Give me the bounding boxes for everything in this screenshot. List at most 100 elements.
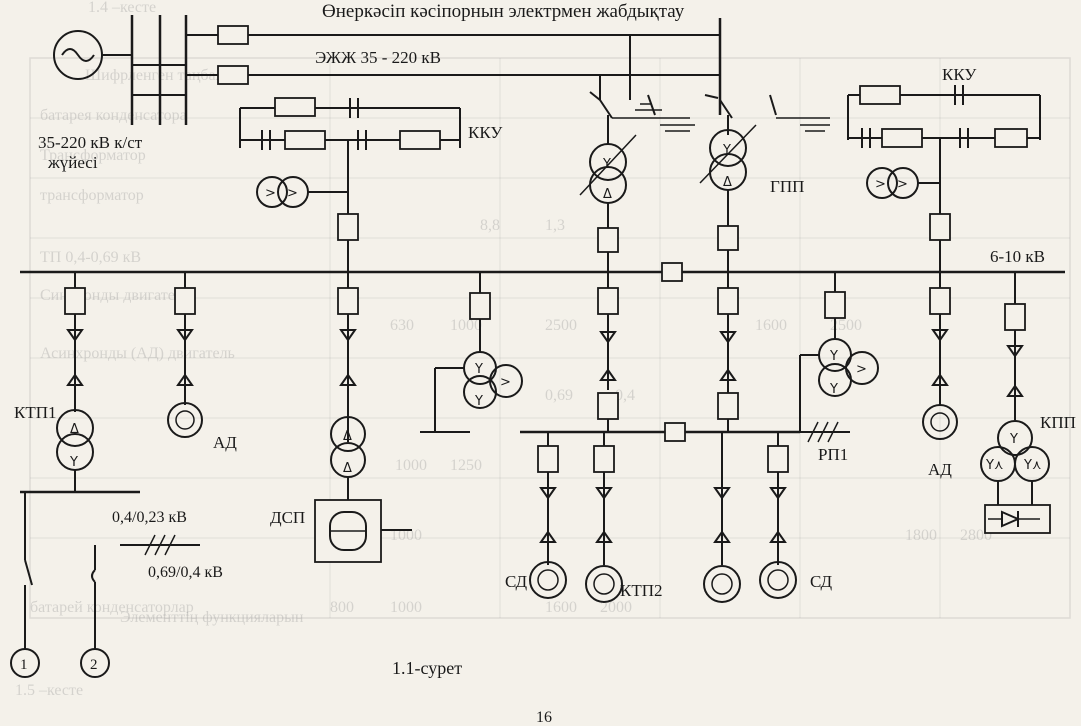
bleed-text: Асинхронды (АД) двигатель [40, 345, 235, 362]
bleed-number: 1000 [390, 527, 422, 544]
svg-text:Δ: Δ [343, 461, 352, 476]
cable-end-icon [599, 368, 617, 381]
svg-text:Y: Y [829, 349, 838, 364]
bleed-number: 2500 [545, 317, 577, 334]
motor-2-icon [80, 648, 110, 678]
switch-block [929, 287, 951, 315]
cable-end-icon [769, 487, 787, 500]
svg-text:Y⋏: Y⋏ [1023, 458, 1041, 473]
resistor [284, 130, 326, 150]
fuse-icon [91, 569, 96, 583]
motor-1-label: 1 [20, 657, 28, 673]
bleed-number: 1600 [545, 599, 577, 616]
cable-end-icon [713, 487, 731, 500]
svg-text:Y⋏: Y⋏ [985, 458, 1003, 473]
rp1-aux-transformer: Y Y > [799, 272, 879, 432]
rp1-switchgear: РП1 [520, 272, 850, 464]
aux-transformer-left: > > [256, 176, 348, 208]
bleed-text: батарея конденсатора [40, 107, 187, 124]
disconnector-icon [719, 99, 733, 119]
cable-end-icon [1006, 384, 1024, 397]
svg-text:>: > [856, 362, 867, 377]
switch-block [824, 291, 846, 319]
feeder-ad-left: АД [167, 272, 237, 452]
bus-voltage-label: 6-10 кВ [990, 247, 1045, 266]
kku-left-label: ККУ [468, 123, 503, 142]
bus-section-switch [664, 422, 686, 442]
resistor [859, 85, 901, 105]
sine-wave-icon [61, 48, 95, 62]
cable-end-icon [176, 373, 194, 386]
dsp-label: ДСП [270, 508, 305, 527]
svg-text:Y: Y [474, 394, 483, 409]
bleed-through-layer: Шифрленген таңбалар батарея конденсатора… [15, 0, 1071, 699]
switch-block [1004, 303, 1026, 331]
ktp1-label: КТП1 [14, 403, 57, 422]
svg-text:>: > [265, 186, 276, 201]
cable-end-icon [595, 487, 613, 500]
bleed-number: 2800 [960, 527, 992, 544]
svg-text:Y: Y [722, 143, 731, 158]
switch-block [597, 287, 619, 315]
cable-end-icon [595, 530, 613, 543]
kpp-label: КПП [1040, 413, 1076, 432]
switch-block [469, 292, 491, 320]
svg-text:>: > [287, 186, 298, 201]
bleed-text: ТП 0,4-0,69 кВ [40, 249, 141, 266]
bleed-text: трансформатор [40, 187, 144, 204]
ad-left-label: АД [213, 433, 237, 452]
bleed-number: 2500 [830, 317, 862, 334]
cable-end-icon [66, 373, 84, 386]
resistor [274, 97, 316, 117]
rp1-label: РП1 [818, 445, 848, 464]
substation-label: жүйесі [47, 153, 98, 172]
kku-right-label: ККУ [942, 65, 977, 84]
cable-end-icon [599, 331, 617, 344]
gpp-transformer-1: Y Δ [579, 115, 637, 272]
cable-end-icon [1006, 345, 1024, 358]
ktp2-label: КТП2 [620, 581, 663, 600]
cable-end-icon [769, 530, 787, 543]
feeder-ad-right: АД [922, 272, 958, 479]
diagram-title: Өнеркәсіп кәсіпорнын электрмен жабдықтау [322, 1, 685, 22]
three-winding-transformer: Y Y > [420, 272, 523, 433]
tap-changer-arrow-icon [579, 134, 637, 196]
svg-text:Δ: Δ [343, 429, 352, 444]
tap-changer-arrow-icon [699, 124, 757, 184]
gpp-label: ГПП [770, 177, 804, 196]
bleed-number: 0,4 [615, 387, 635, 404]
svg-text:Δ: Δ [603, 187, 612, 202]
voltage-04-label: 0,4/0,23 кВ [112, 509, 187, 526]
bleed-number: 1800 [905, 527, 937, 544]
switch-block [929, 213, 951, 241]
cable-end-icon [539, 530, 557, 543]
feeder-ktp2-a [585, 432, 623, 603]
bus-section-switch [661, 262, 683, 282]
cable-end-icon [339, 373, 357, 386]
bleed-number: 630 [390, 317, 414, 334]
svg-text:>: > [500, 375, 511, 390]
sync-motor-icon [529, 561, 567, 599]
switch-block [64, 287, 86, 315]
switch-block [537, 445, 559, 473]
switch-block [597, 392, 619, 420]
bleed-text: Элементтің функцияларын [120, 609, 304, 626]
figure-caption: 1.1-сурет [392, 658, 462, 678]
svg-text:Y: Y [69, 455, 78, 470]
switch-block [174, 287, 196, 315]
bleed-text: батарей конденсаторлар [30, 599, 194, 616]
svg-text:Y: Y [1009, 432, 1018, 447]
feeder-sd-right: СД [759, 432, 832, 599]
sync-motor-icon [759, 561, 797, 599]
cable-end-icon [339, 329, 357, 342]
svg-text:Y: Y [602, 157, 611, 172]
contactor-icon [24, 559, 33, 586]
svg-text:Y: Y [474, 362, 483, 377]
bleed-text: 1.5 –кесте [15, 682, 83, 699]
svg-text:>: > [875, 177, 886, 192]
switch-block [593, 445, 615, 473]
line-reactor [217, 65, 249, 85]
bleed-number: 1600 [755, 317, 787, 334]
switch-block [717, 287, 739, 315]
